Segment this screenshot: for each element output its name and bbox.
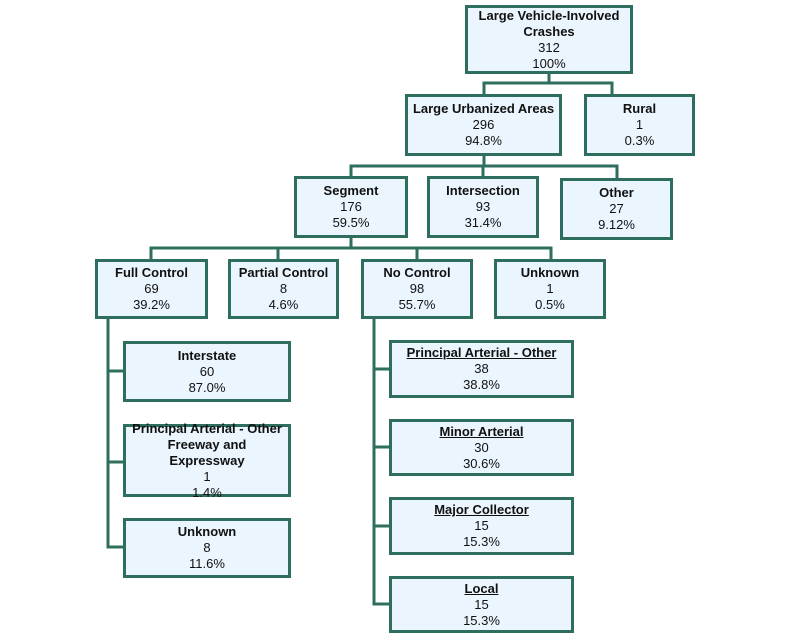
node-large-urbanized-areas: Large Urbanized Areas 296 94.8% bbox=[405, 94, 562, 156]
node-count: 15 bbox=[474, 596, 489, 612]
node-title: Large Urbanized Areas bbox=[412, 101, 555, 116]
node-minor-arterial: Minor Arterial 30 30.6% bbox=[389, 419, 574, 476]
node-count: 8 bbox=[203, 540, 211, 555]
node-count: 176 bbox=[340, 199, 362, 214]
node-title: Major Collector bbox=[434, 502, 529, 517]
node-percent: 55.7% bbox=[398, 297, 436, 312]
connector-root bbox=[482, 71, 614, 97]
node-count: 27 bbox=[609, 201, 624, 216]
node-percent: 0.5% bbox=[535, 297, 565, 312]
node-intersection: Intersection 93 31.4% bbox=[427, 176, 539, 238]
node-root: Large Vehicle-Involved Crashes 312 100% bbox=[465, 5, 633, 74]
node-major-collector: Major Collector 15 15.3% bbox=[389, 497, 574, 555]
node-principal-arterial-freeway-expressway: Principal Arterial - Other Freeway and E… bbox=[123, 420, 291, 500]
node-segment: Segment 176 59.5% bbox=[294, 176, 408, 238]
node-percent: 31.4% bbox=[464, 215, 502, 230]
node-title: Rural bbox=[622, 101, 657, 116]
node-title: No Control bbox=[383, 265, 451, 280]
node-count: 69 bbox=[144, 281, 159, 296]
node-other: Other 27 9.12% bbox=[560, 178, 673, 240]
node-percent: 4.6% bbox=[268, 297, 299, 312]
node-title: Large Vehicle-Involved Crashes bbox=[478, 7, 620, 39]
node-local: Local 15 15.3% bbox=[389, 576, 574, 633]
node-percent: 9.12% bbox=[598, 217, 635, 232]
connector-urban bbox=[349, 154, 619, 179]
node-title: Local bbox=[464, 580, 499, 596]
node-percent: 94.8% bbox=[465, 133, 502, 148]
node-title: Unknown bbox=[520, 265, 580, 280]
node-count: 93 bbox=[475, 199, 491, 214]
node-percent: 11.6% bbox=[189, 556, 225, 571]
node-count: 30 bbox=[474, 439, 489, 455]
connector-segment bbox=[149, 235, 553, 262]
node-title: Interstate bbox=[177, 347, 237, 363]
node-title: Principal Arterial - Other Freeway and E… bbox=[132, 420, 282, 468]
node-count: 1 bbox=[203, 468, 211, 484]
node-full-control-unknown: Unknown 8 11.6% bbox=[123, 518, 291, 578]
node-no-control: No Control 98 55.7% bbox=[361, 259, 473, 319]
node-count: 60 bbox=[199, 363, 215, 379]
node-count: 1 bbox=[635, 117, 644, 132]
node-percent: 15.3% bbox=[463, 612, 500, 628]
node-count: 38 bbox=[474, 361, 489, 376]
node-percent: 39.2% bbox=[133, 297, 170, 312]
node-title: Full Control bbox=[115, 265, 188, 280]
node-interstate: Interstate 60 87.0% bbox=[123, 341, 291, 402]
node-title: Intersection bbox=[446, 183, 520, 198]
node-title: Minor Arterial bbox=[439, 423, 524, 439]
node-count: 15 bbox=[474, 518, 489, 533]
node-title: Segment bbox=[323, 183, 379, 198]
node-percent: 30.6% bbox=[463, 455, 500, 471]
connector-no-control bbox=[372, 317, 392, 606]
node-title: Unknown bbox=[177, 524, 237, 539]
node-percent: 59.5% bbox=[332, 215, 370, 230]
node-partial-control: Partial Control 8 4.6% bbox=[228, 259, 339, 319]
node-title: Partial Control bbox=[238, 265, 329, 280]
node-full-control: Full Control 69 39.2% bbox=[95, 259, 208, 319]
node-count: 98 bbox=[409, 281, 425, 296]
node-unknown: Unknown 1 0.5% bbox=[494, 259, 606, 319]
node-count: 1 bbox=[546, 281, 554, 296]
node-percent: 38.8% bbox=[463, 377, 500, 392]
node-percent: 87.0% bbox=[188, 379, 226, 395]
node-percent: 100% bbox=[532, 55, 566, 71]
node-count: 296 bbox=[472, 117, 495, 132]
node-percent: 0.3% bbox=[624, 133, 655, 148]
node-title: Other bbox=[599, 185, 634, 200]
node-title: Principal Arterial - Other bbox=[406, 345, 557, 360]
node-count: 8 bbox=[279, 281, 288, 296]
node-percent: 1.4% bbox=[192, 484, 222, 500]
node-principal-arterial-other: Principal Arterial - Other 38 38.8% bbox=[389, 340, 574, 398]
node-rural: Rural 1 0.3% bbox=[584, 94, 695, 156]
connector-full-control bbox=[106, 317, 126, 549]
node-percent: 15.3% bbox=[463, 534, 500, 549]
node-count: 312 bbox=[538, 39, 560, 55]
